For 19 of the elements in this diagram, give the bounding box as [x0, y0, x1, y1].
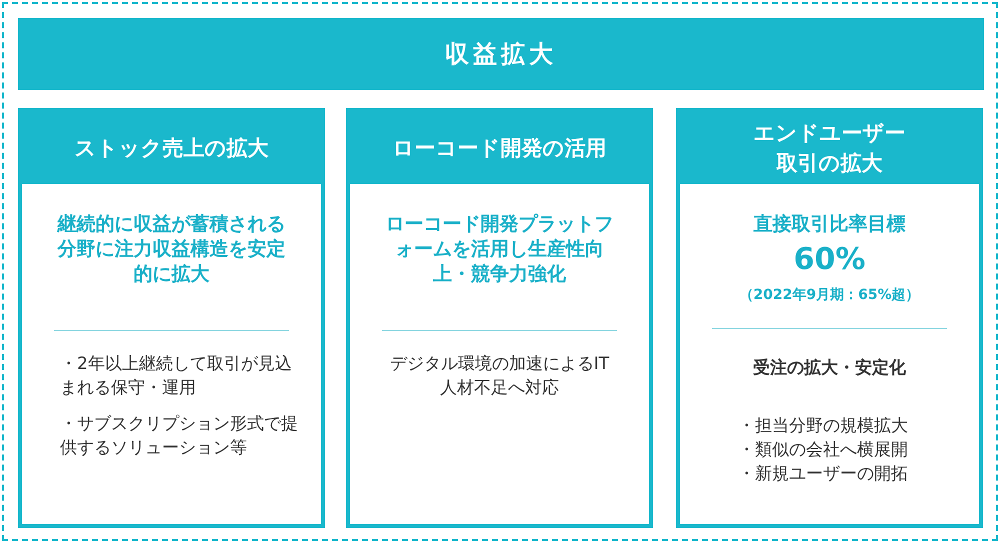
highlight-text: ローコード開発プラットフォームを活用し生産性向上・競争力強化: [384, 212, 614, 287]
column-box: [346, 108, 653, 528]
column-heading: エンドユーザー取引の拡大: [680, 112, 979, 184]
bullet-text: ・担当分野の規模拡大: [738, 415, 909, 438]
bullet-text: ・新規ユーザーの開拓: [738, 463, 909, 486]
bullet-text: ・類似の会社へ横展開: [738, 439, 909, 462]
bullet-text: ・2年以上継続して取引が見込まれる保守・運用: [60, 353, 293, 400]
column-heading: ローコード開発の活用: [350, 112, 649, 184]
note-text: （2022年9月期：65%超）: [738, 286, 921, 304]
bullet-text: ・サブスクリプション形式で提供するソリューション等: [60, 413, 299, 460]
title-band: 収益拡大: [18, 18, 984, 90]
target-percentage: 60%: [792, 241, 866, 279]
highlight-text: 継続的に収益が蓄積される分野に注力収益構造を安定的に拡大: [56, 212, 286, 287]
column-heading: ストック売上の拡大: [22, 112, 321, 184]
column-box: [676, 108, 983, 528]
column-box: [18, 108, 325, 528]
subheading-text: 受注の拡大・安定化: [752, 357, 907, 379]
highlight-text: 直接取引比率目標: [752, 212, 906, 237]
body-text: デジタル環境の加速によるIT人材不足へ対応: [388, 353, 610, 400]
